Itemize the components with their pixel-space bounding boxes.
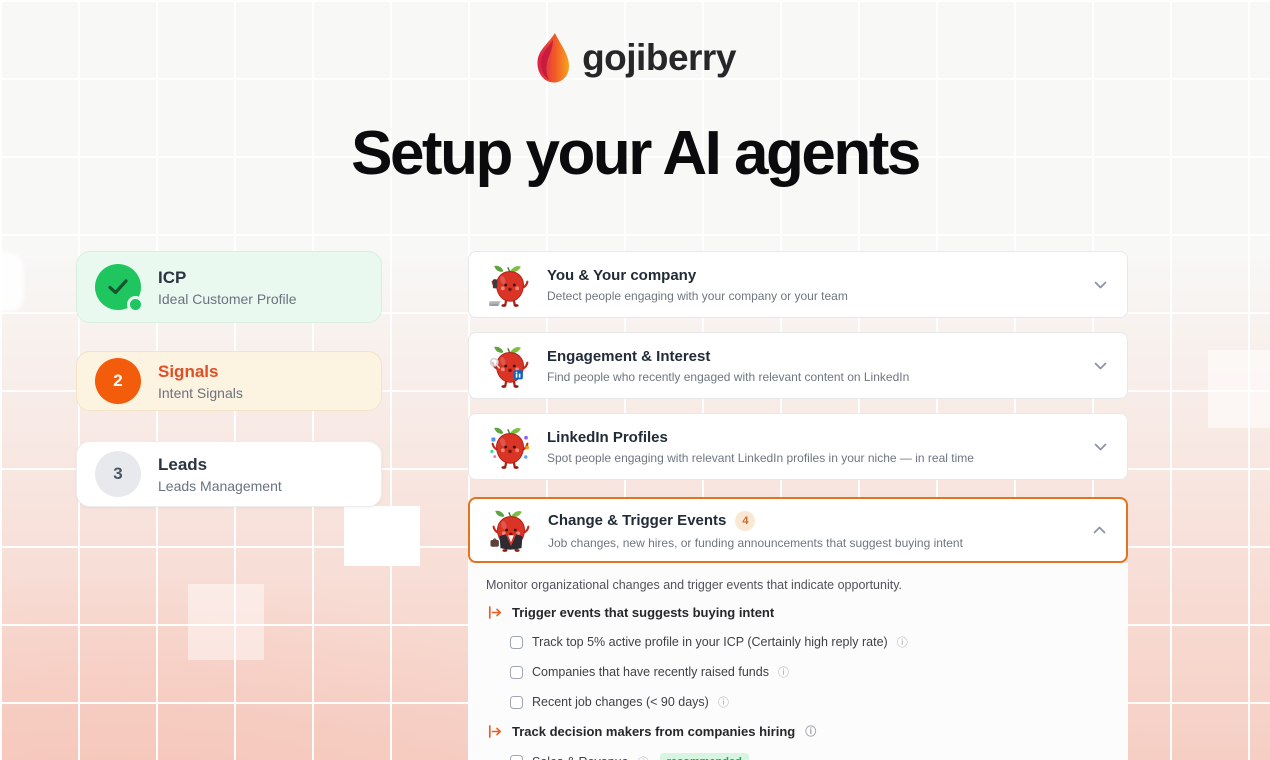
brand-logo: gojiberry: [0, 32, 1270, 84]
background-pixel: [344, 506, 420, 566]
agent-description: Job changes, new hires, or funding annou…: [548, 535, 963, 550]
step-number-badge: 3: [95, 451, 141, 497]
step-icp[interactable]: ICP Ideal Customer Profile: [76, 251, 382, 323]
agent-title: Change & Trigger Events: [548, 512, 727, 529]
step-subtitle: Leads Management: [158, 477, 282, 494]
brand-name: gojiberry: [582, 37, 736, 78]
background-pixel: [1208, 350, 1270, 428]
step-signals[interactable]: 2 Signals Intent Signals: [76, 351, 382, 411]
group-label: Trigger events that suggests buying inte…: [512, 605, 775, 620]
info-icon[interactable]: ⓘ: [805, 726, 817, 738]
arrow-right-from-line-icon: [488, 606, 502, 619]
step-title: Signals: [158, 361, 219, 381]
count-badge: 4: [735, 510, 756, 531]
agent-title: Engagement & Interest: [547, 347, 711, 365]
agent-description: Spot people engaging with relevant Linke…: [547, 450, 974, 465]
agents-list: You & Your company Detect people engagin…: [468, 251, 1128, 760]
step-subtitle: Intent Signals: [158, 384, 243, 401]
agent-description: Find people who recently engaged with re…: [547, 369, 910, 384]
chevron-down-icon: [1094, 281, 1107, 289]
agent-linkedin-profiles[interactable]: LinkedIn Profiles Spot people engaging w…: [468, 413, 1128, 480]
berry-linkedin-mascot-icon: [489, 343, 531, 389]
chevron-down-icon: [1094, 362, 1107, 370]
checkbox[interactable]: [510, 665, 523, 679]
berry-phone-mascot-icon: [489, 262, 531, 308]
option-track-top-5[interactable]: Track top 5% active profile in your ICP …: [510, 634, 1110, 650]
chevron-up-icon: [1093, 526, 1106, 534]
chevron-down-icon: [1094, 443, 1107, 451]
agent-change-trigger-events[interactable]: Change & Trigger Events 4 Job changes, n…: [468, 497, 1128, 563]
agent-title: LinkedIn Profiles: [547, 428, 668, 446]
option-sales-revenue[interactable]: Sales & Revenue ⓘ recommended: [510, 753, 1110, 760]
agent-description: Detect people engaging with your company…: [547, 288, 848, 303]
option-raised-funds[interactable]: Companies that have recently raised fund…: [510, 664, 1110, 680]
arrow-right-from-line-icon: [488, 724, 502, 738]
berry-profiles-mascot-icon: [489, 424, 531, 470]
page-title: Setup your AI agents: [351, 119, 921, 188]
trigger-group-label: Trigger events that suggests buying inte…: [488, 605, 1110, 620]
setup-steps: ICP Ideal Customer Profile 2 Signals Int…: [76, 251, 382, 507]
option-label: Companies that have recently raised fund…: [532, 665, 769, 679]
status-dot: [127, 296, 144, 313]
group-label: Track decision makers from companies hir…: [512, 723, 796, 739]
background-pixel: [188, 584, 264, 660]
option-label: Track top 5% active profile in your ICP …: [532, 635, 888, 649]
step-number-badge: 2: [95, 358, 141, 404]
step-complete-icon: [95, 264, 144, 313]
option-label: Recent job changes (< 90 days): [532, 695, 709, 709]
option-recent-job-changes[interactable]: Recent job changes (< 90 days) ⓘ: [510, 694, 1110, 710]
step-leads[interactable]: 3 Leads Leads Management: [76, 441, 382, 507]
info-icon[interactable]: ⓘ: [777, 667, 789, 679]
agent-title: You & Your company: [547, 266, 697, 284]
agent-you-your-company[interactable]: You & Your company Detect people engagin…: [468, 251, 1128, 318]
panel-intro: Monitor organizational changes and trigg…: [486, 578, 902, 592]
recommended-badge: recommended: [659, 753, 749, 760]
option-label: Sales & Revenue: [532, 755, 629, 760]
hiring-group-label: Track decision makers from companies hir…: [488, 723, 1110, 739]
checkbox[interactable]: [510, 635, 523, 649]
checkbox[interactable]: [510, 695, 523, 709]
trigger-events-panel: Monitor organizational changes and trigg…: [468, 563, 1128, 760]
decorative-shape: [0, 252, 24, 312]
step-subtitle: Ideal Customer Profile: [158, 290, 297, 307]
berry-suit-mascot-icon: [490, 507, 532, 553]
step-title: ICP: [158, 267, 187, 287]
checkbox[interactable]: [510, 755, 523, 760]
flame-logo-icon: [534, 32, 572, 84]
info-icon[interactable]: ⓘ: [638, 754, 649, 760]
info-icon[interactable]: ⓘ: [717, 697, 729, 709]
info-icon[interactable]: ⓘ: [896, 637, 908, 649]
check-icon: [108, 279, 128, 295]
step-title: Leads: [158, 454, 208, 474]
agent-engagement-interest[interactable]: Engagement & Interest Find people who re…: [468, 332, 1128, 399]
